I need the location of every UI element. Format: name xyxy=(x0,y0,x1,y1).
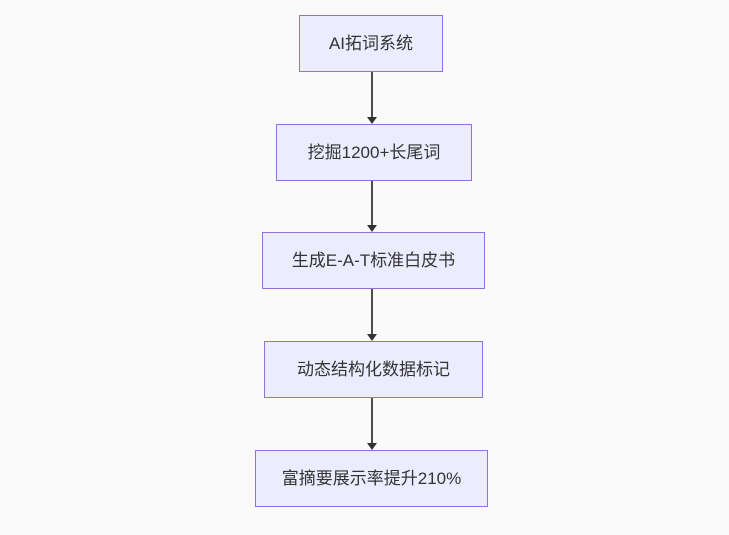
edge-line xyxy=(371,181,373,225)
edge-n4-n5 xyxy=(366,398,378,450)
arrowhead-down-icon xyxy=(367,334,377,341)
flow-node-ai-keyword-system: AI拓词系统 xyxy=(299,15,443,72)
edge-n3-n4 xyxy=(366,289,378,341)
flow-node-structured-data-markup: 动态结构化数据标记 xyxy=(264,341,483,398)
edge-line xyxy=(371,72,373,117)
arrowhead-down-icon xyxy=(367,225,377,232)
edge-line xyxy=(371,289,373,334)
flow-node-rich-snippet-result: 富摘要展示率提升210% xyxy=(255,450,488,507)
flow-node-longtail-mining: 挖掘1200+长尾词 xyxy=(276,124,472,181)
arrowhead-down-icon xyxy=(367,117,377,124)
arrowhead-down-icon xyxy=(367,443,377,450)
edge-line xyxy=(371,398,373,443)
edge-n1-n2 xyxy=(366,72,378,124)
flow-node-eat-whitepaper: 生成E-A-T标准白皮书 xyxy=(262,232,485,289)
edge-n2-n3 xyxy=(366,181,378,232)
